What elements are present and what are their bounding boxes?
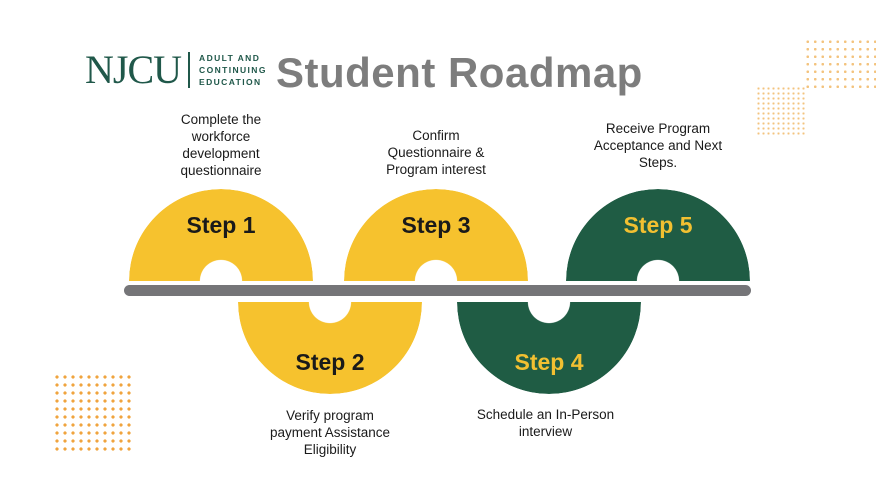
dot-grid-top-right-lower (756, 86, 807, 137)
logo-tagline-line-2: CONTINUING (199, 65, 267, 75)
step-3-arc: Step 3 (344, 189, 528, 302)
step-3-label: Step 3 (401, 212, 471, 238)
dot-grid-top-right-upper (804, 38, 876, 93)
step-2-label: Step 2 (295, 349, 365, 375)
step-2-description: Verify program payment Assistance Eligib… (269, 408, 391, 457)
step-3-description: Confirm Questionnaire & Program interest (386, 128, 486, 177)
step-1-description: Complete the workforce development quest… (180, 112, 262, 178)
step-4-label: Step 4 (514, 349, 584, 375)
page-title: Student Roadmap (276, 49, 643, 96)
step-1-label: Step 1 (186, 212, 256, 238)
roadmap-timeline (124, 285, 751, 296)
logo-tagline: ADULT AND CONTINUING EDUCATION (199, 53, 267, 87)
logo-acronym: NJCU (85, 47, 182, 92)
step-5-arc: Step 5 (566, 189, 750, 302)
step-5-description: Receive Program Acceptance and Next Step… (593, 121, 723, 170)
dot-grid-bottom-left (53, 373, 134, 454)
step-2-arc: Step 2 (238, 281, 422, 394)
step-4-description: Schedule an In-Person interview (476, 407, 615, 439)
logo-tagline-line-3: EDUCATION (199, 77, 262, 87)
njcu-logo: NJCU ADULT AND CONTINUING EDUCATION (85, 50, 267, 90)
step-1-arc: Step 1 (129, 189, 313, 302)
logo-tagline-line-1: ADULT AND (199, 53, 261, 63)
step-5-label: Step 5 (623, 212, 693, 238)
logo-divider (188, 52, 191, 88)
step-4-arc: Step 4 (457, 281, 641, 394)
